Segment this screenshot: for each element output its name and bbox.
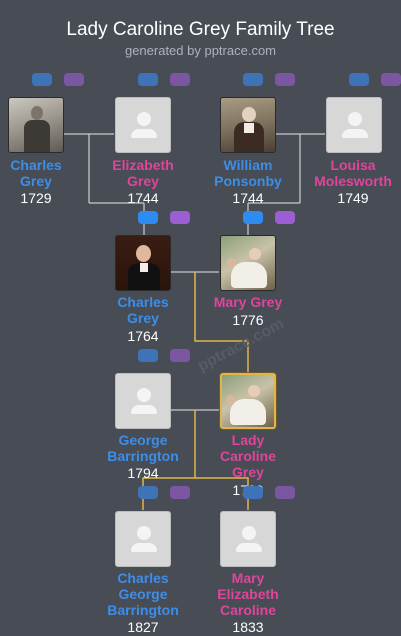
mother-toggle-icon[interactable] (170, 73, 190, 86)
person-name[interactable]: Charles Grey (117, 294, 169, 326)
highlight-path (194, 272, 249, 373)
birth-year: 1744 (232, 190, 264, 206)
page-subtitle: generated by pptrace.com (124, 43, 277, 58)
person-name[interactable]: Mary Elizabeth Caroline (217, 570, 279, 618)
person-silhouette-icon[interactable] (220, 511, 276, 567)
birth-year: 1827 (127, 619, 159, 635)
portrait-mary-grey[interactable] (220, 235, 276, 291)
person-name[interactable]: Charles Grey (10, 157, 62, 189)
mother-toggle-icon[interactable] (275, 486, 295, 499)
person-name[interactable]: William Ponsonby (214, 157, 282, 189)
father-toggle-icon[interactable] (32, 73, 52, 86)
portrait-william-ponsonby[interactable] (220, 97, 276, 153)
mother-toggle-icon[interactable] (170, 211, 190, 224)
father-toggle-icon[interactable] (138, 349, 158, 362)
mother-toggle-icon[interactable] (275, 73, 295, 86)
person-name[interactable]: Louisa Molesworth (314, 157, 392, 189)
mother-toggle-icon[interactable] (381, 73, 401, 86)
portrait-charles-grey-1729[interactable] (8, 97, 64, 153)
father-toggle-icon[interactable] (243, 486, 263, 499)
person-silhouette-icon[interactable] (326, 97, 382, 153)
portrait-lady-caroline-grey[interactable] (220, 373, 276, 429)
mother-toggle-icon[interactable] (64, 73, 84, 86)
birth-year: 1744 (127, 190, 159, 206)
father-toggle-icon[interactable] (349, 73, 369, 86)
birth-year: 1794 (127, 465, 159, 481)
birth-year: 1833 (232, 619, 264, 635)
birth-year: 1776 (232, 312, 264, 328)
person-name[interactable]: George Barrington (107, 432, 179, 464)
page-title: Lady Caroline Grey Family Tree (66, 19, 335, 40)
father-toggle-icon[interactable] (243, 73, 263, 86)
person-silhouette-icon[interactable] (115, 373, 171, 429)
father-toggle-icon[interactable] (138, 486, 158, 499)
birth-year: 1729 (20, 190, 52, 206)
portrait-charles-grey-1764[interactable] (115, 235, 171, 291)
person-silhouette-icon[interactable] (115, 511, 171, 567)
mother-toggle-icon[interactable] (170, 486, 190, 499)
father-toggle-icon[interactable] (243, 211, 263, 224)
person-name[interactable]: Charles George Barrington (107, 570, 179, 618)
person-name[interactable]: Elizabeth Grey (112, 157, 174, 189)
mother-toggle-icon[interactable] (275, 211, 295, 224)
birth-year: 1764 (127, 328, 159, 344)
person-name[interactable]: Lady Caroline Grey (219, 432, 276, 480)
father-toggle-icon[interactable] (138, 211, 158, 224)
mother-toggle-icon[interactable] (170, 349, 190, 362)
person-silhouette-icon[interactable] (115, 97, 171, 153)
person-name[interactable]: Mary Grey (213, 294, 283, 310)
birth-year: 1749 (337, 190, 369, 206)
father-toggle-icon[interactable] (138, 73, 158, 86)
